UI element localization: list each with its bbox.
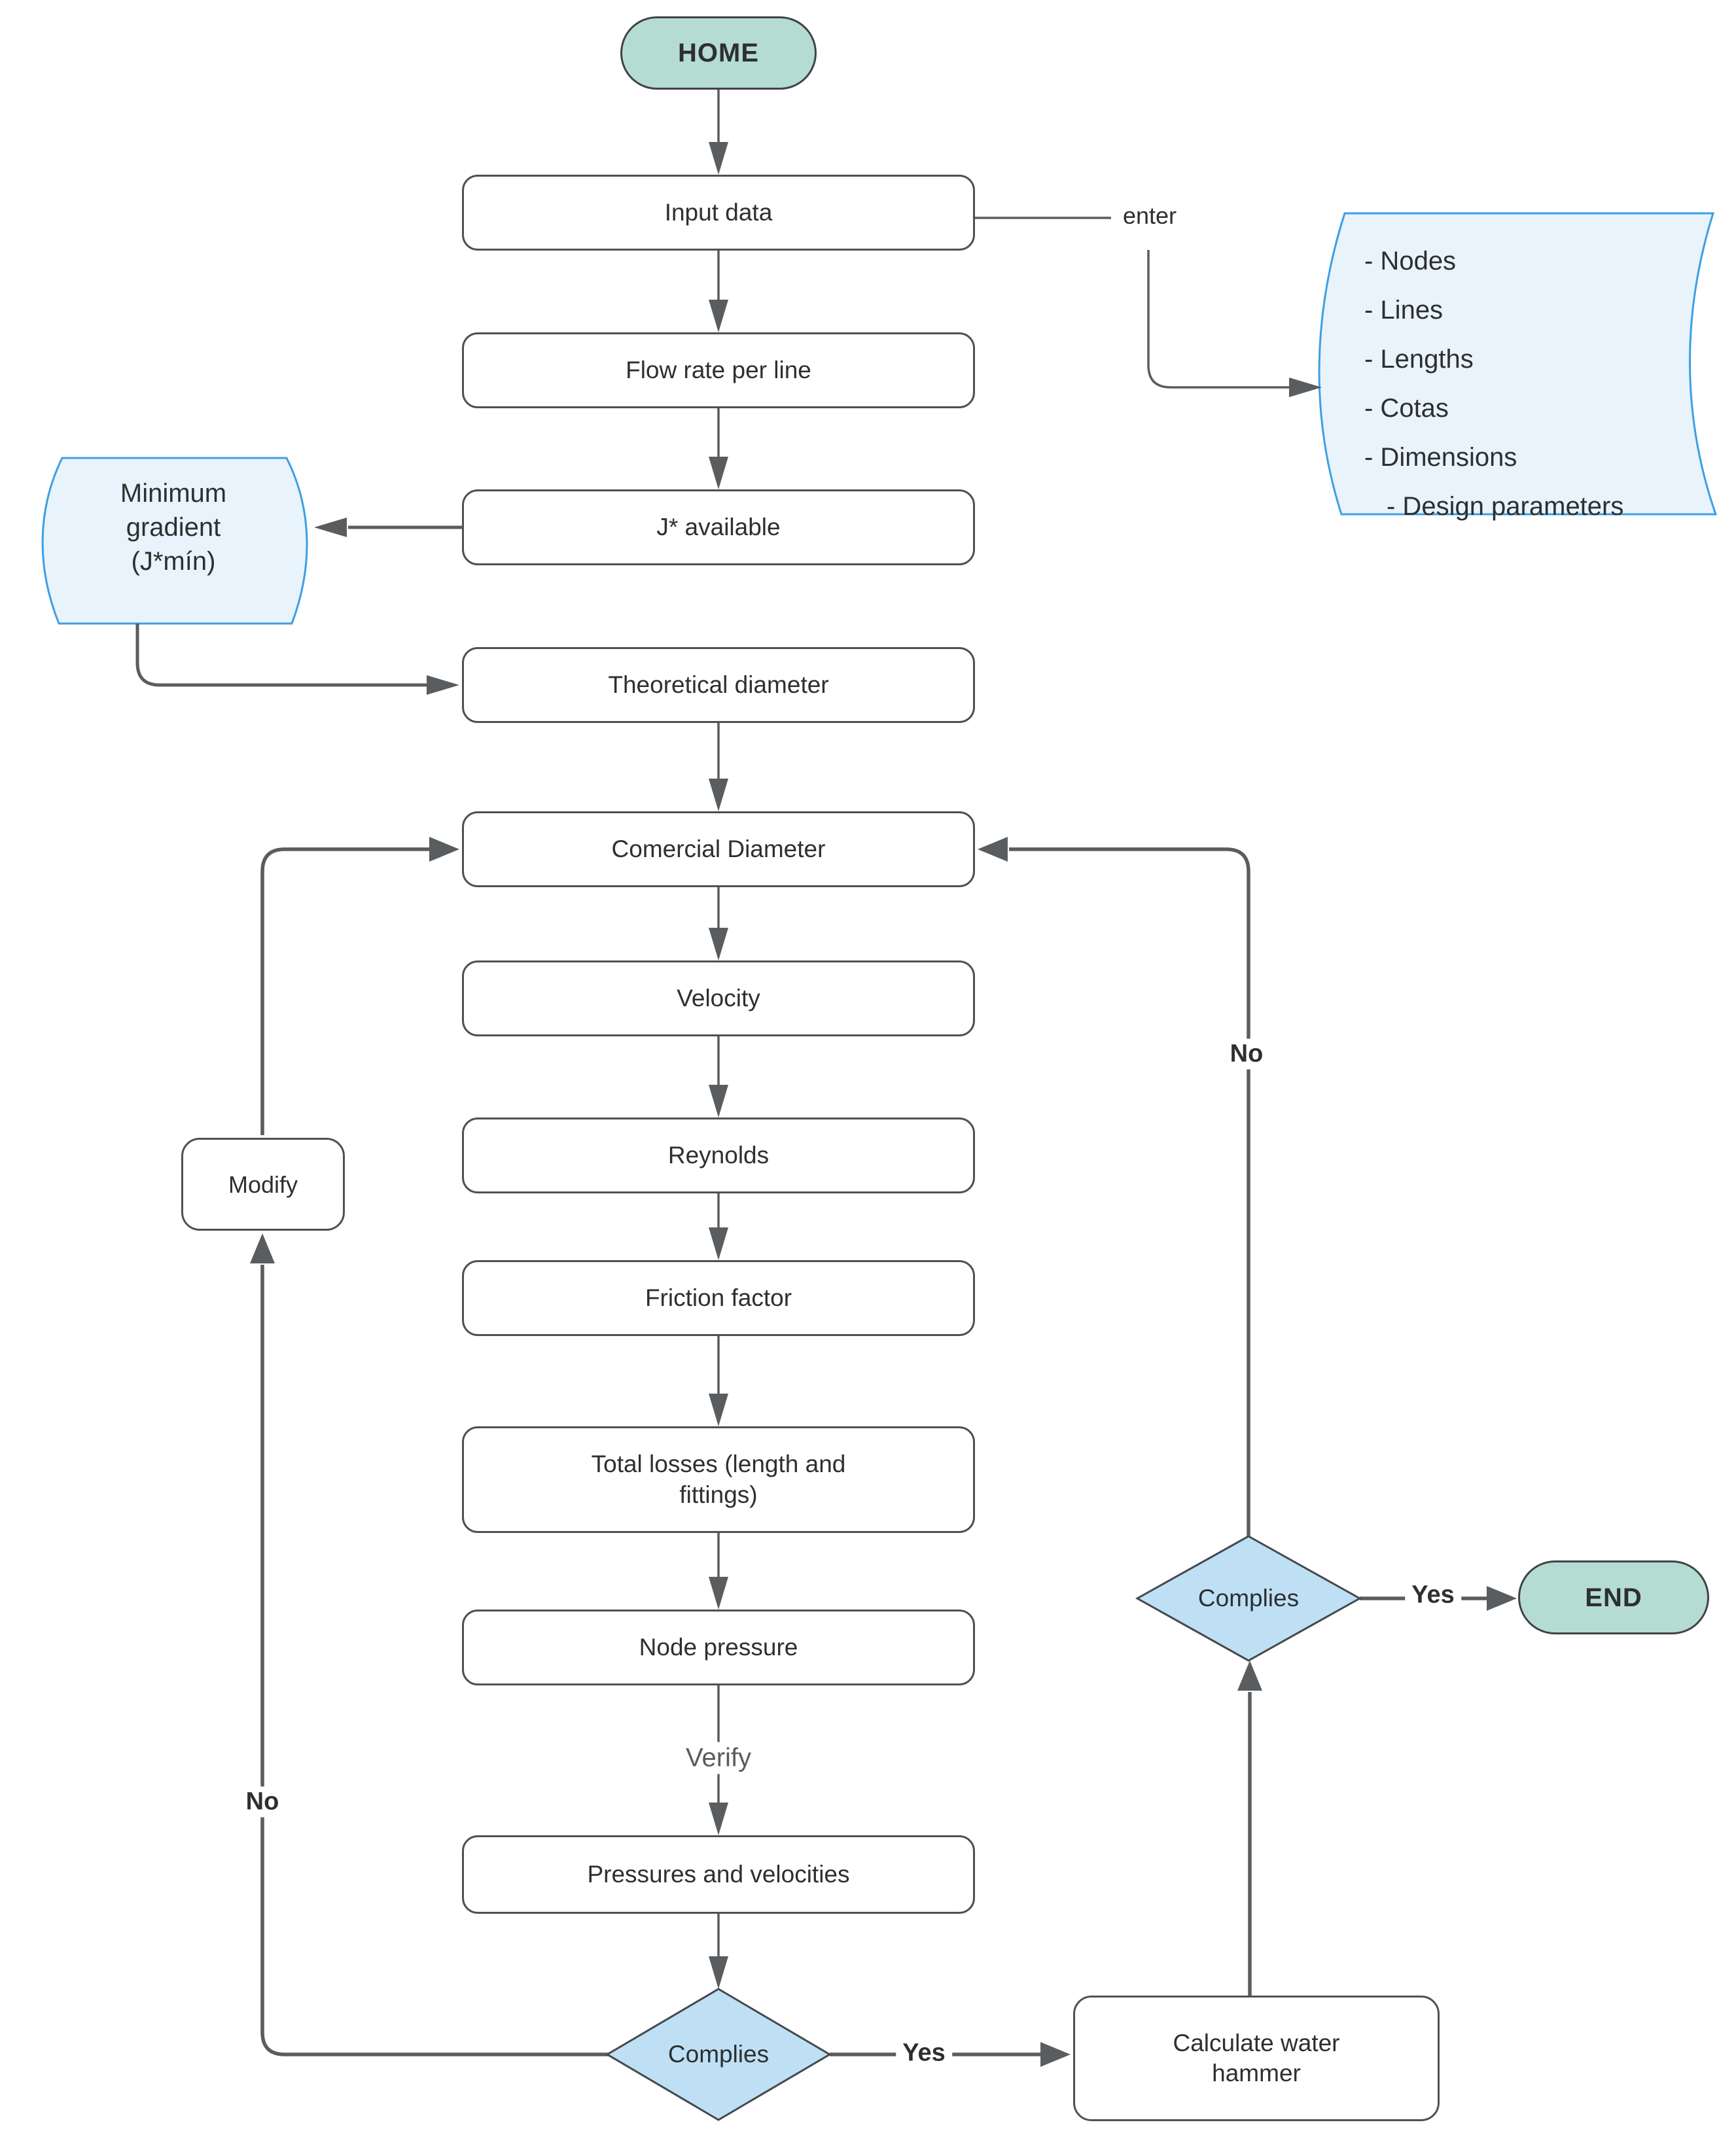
pressures-velocities-box: Pressures and velocities	[462, 1835, 975, 1914]
total-losses-box: Total losses (length and fittings)	[462, 1426, 975, 1533]
comercial-diameter-box: Comercial Diameter	[462, 811, 975, 887]
arrowhead	[709, 779, 728, 811]
arrowhead	[978, 837, 1008, 862]
arrowhead	[709, 1803, 728, 1835]
home-terminal: HOME	[620, 16, 817, 90]
j-available-label: J* available	[656, 513, 781, 540]
minimum-gradient-line3: (J*mín)	[131, 547, 216, 576]
calculate-water-hammer-label: Calculate water hammer	[1173, 2029, 1340, 2086]
arrow-mingradient-to-theoretical	[135, 624, 428, 687]
complies-bottom-label-wrap: Complies	[627, 2022, 810, 2087]
line-modify-to-comercial	[260, 847, 429, 1135]
end-label: END	[1585, 1583, 1642, 1612]
input-data-label: Input data	[664, 198, 773, 226]
calculate-water-hammer-box: Calculate water hammer	[1073, 1996, 1440, 2121]
arrowhead	[709, 300, 728, 332]
line-complies-no-to-modify	[260, 1265, 609, 2056]
minimum-gradient-line2: gradient	[126, 513, 221, 542]
velocity-label: Velocity	[677, 984, 760, 1012]
document-item-dimensions: - Dimensions	[1364, 443, 1517, 472]
complies-bottom-label: Complies	[667, 2041, 770, 2068]
document-item-lines: - Lines	[1364, 296, 1444, 325]
flow-rate-label: Flow rate per line	[626, 356, 811, 383]
complies-bottom-diamond	[605, 1988, 832, 2121]
comercial-diameter-label: Comercial Diameter	[611, 835, 826, 862]
complies-right-diamond	[1135, 1535, 1362, 1662]
arrowhead	[709, 1956, 728, 1989]
input-data-box: Input data	[462, 175, 975, 251]
arrowhead	[709, 1085, 728, 1118]
minimum-gradient-document-text: Minimum gradient (J*mín)	[49, 476, 298, 578]
document-item-cotas: - Cotas	[1364, 394, 1449, 423]
arrowhead	[1237, 1661, 1262, 1691]
friction-factor-label: Friction factor	[645, 1284, 792, 1311]
document-item-nodes: - Nodes	[1364, 247, 1457, 275]
end-terminal: END	[1518, 1560, 1709, 1634]
arrowhead	[1040, 2042, 1071, 2067]
yes-right-edge-label: Yes	[1405, 1579, 1461, 1611]
total-losses-label: Total losses (length and fittings)	[591, 1451, 846, 1508]
reynolds-box: Reynolds	[462, 1118, 975, 1193]
arrowhead	[427, 675, 459, 695]
yes-bottom-edge-label: Yes	[896, 2037, 952, 2069]
line-enter-to-document	[1147, 250, 1290, 389]
document-item-design-parameters: - Design parameters	[1387, 492, 1624, 521]
no-left-edge-label: No	[239, 1786, 286, 1818]
j-available-box: J* available	[462, 489, 975, 565]
reynolds-label: Reynolds	[667, 1141, 770, 1169]
arrowhead	[709, 457, 728, 489]
arrowhead	[709, 1577, 728, 1610]
minimum-gradient-line1: Minimum	[120, 479, 227, 508]
home-label: HOME	[678, 39, 759, 67]
flow-rate-box: Flow rate per line	[462, 332, 975, 408]
modify-label: Modify	[228, 1171, 298, 1198]
theoretical-diameter-label: Theoretical diameter	[608, 671, 829, 698]
document-item-lengths: - Lengths	[1364, 345, 1474, 374]
arrowhead	[250, 1233, 275, 1263]
arrowhead	[1487, 1586, 1517, 1611]
modify-box: Modify	[181, 1138, 345, 1231]
arrowhead	[709, 142, 728, 175]
verify-edge-label: Verify	[679, 1742, 758, 1774]
input-data-document-shape	[1318, 212, 1718, 516]
arrowhead	[709, 1227, 728, 1260]
complies-right-label: Complies	[1197, 1585, 1300, 1611]
friction-factor-box: Friction factor	[462, 1260, 975, 1336]
minimum-gradient-document-shape	[41, 457, 308, 625]
no-right-edge-label: No	[1223, 1038, 1270, 1070]
velocity-box: Velocity	[462, 960, 975, 1036]
enter-edge-label: enter	[1122, 202, 1177, 230]
arrowhead	[314, 518, 347, 537]
node-pressure-label: Node pressure	[639, 1633, 798, 1661]
theoretical-diameter-box: Theoretical diameter	[462, 647, 975, 723]
pressures-velocities-label: Pressures and velocities	[587, 1860, 850, 1888]
complies-right-label-wrap: Complies	[1157, 1566, 1340, 1631]
input-data-document-text: - Nodes - Lines - Lengths - Cotas - Dime…	[1364, 237, 1711, 531]
arrowhead	[709, 1394, 728, 1426]
line-complies-right-no-to-comercial	[1009, 847, 1250, 1536]
arrowhead	[709, 928, 728, 960]
arrowhead	[1289, 378, 1322, 397]
arrowhead	[429, 837, 459, 862]
node-pressure-box: Node pressure	[462, 1610, 975, 1685]
